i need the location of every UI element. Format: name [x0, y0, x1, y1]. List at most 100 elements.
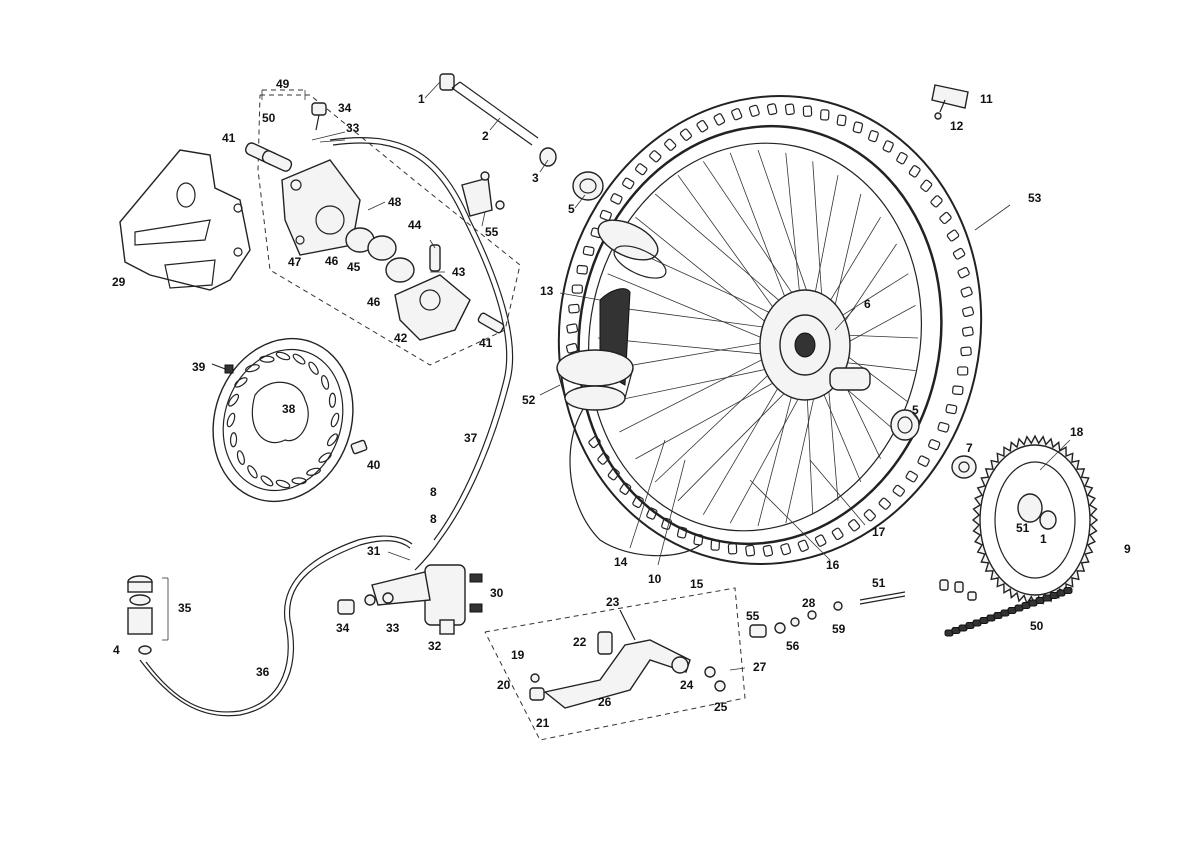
callout-49: 49	[276, 77, 290, 91]
wheel-spokes	[597, 149, 919, 527]
reservoir-35	[127, 575, 169, 655]
callout-56: 55	[746, 609, 760, 623]
callout-43: 43	[452, 265, 466, 279]
callout-34-top: 34	[338, 101, 352, 115]
rear-axle-2	[439, 73, 557, 167]
rim-band-top	[597, 219, 667, 279]
callout-15: 15	[690, 577, 704, 591]
bracket-55	[461, 171, 505, 217]
callout-4: 4	[113, 643, 120, 657]
callout-22: 22	[573, 635, 587, 649]
callout-46-mid: 46	[325, 254, 339, 268]
callout-27: 27	[753, 660, 767, 674]
bearing-5-right	[890, 409, 920, 441]
callout-51: 50	[1030, 619, 1044, 633]
rear-tire	[557, 95, 983, 565]
callout-53: 51	[872, 576, 886, 590]
tire-tread	[565, 103, 975, 557]
callout-3: 3	[532, 171, 539, 185]
callout-31: 31	[367, 544, 381, 558]
callout-16: 16	[826, 558, 840, 572]
callout-2: 2	[482, 129, 489, 143]
brake-disc-38	[212, 337, 354, 503]
small-parts-56-59	[749, 601, 843, 638]
caliper-half-42	[394, 274, 471, 341]
callout-9: 9	[1124, 542, 1131, 556]
brake-pedal-group-box	[484, 587, 746, 741]
bearing-5-top	[572, 171, 604, 201]
bolt-53	[859, 591, 906, 605]
callout-38: 38	[282, 402, 296, 416]
callout-19: 19	[511, 648, 525, 662]
banjo-34-33	[337, 592, 394, 615]
callout-11: 11	[980, 92, 993, 106]
callout-46: 46	[367, 295, 381, 309]
callout-25: 25	[714, 700, 728, 714]
callout-36: 36	[256, 665, 270, 679]
callout-23: 23	[606, 595, 620, 609]
wheel-hub	[759, 289, 871, 401]
brake-hose-36	[139, 535, 413, 717]
callout-1-sprocket: 1	[1040, 532, 1047, 546]
callout-24: 24	[680, 678, 694, 692]
callout-17: 17	[872, 525, 886, 539]
caliper-group-box	[257, 89, 521, 366]
callout-29: 29	[112, 275, 126, 289]
callout-33-top: 33	[346, 121, 360, 135]
clips-chain	[939, 579, 977, 601]
callout-21: 21	[536, 716, 550, 730]
callout-5-top: 5	[568, 202, 575, 216]
rear-sprocket-18	[971, 434, 1099, 606]
spacer-7	[951, 455, 977, 479]
callout-53-sprocket: 51	[1016, 521, 1030, 535]
bolts-30	[469, 573, 483, 613]
callout-54: 53	[1028, 191, 1042, 205]
callout-8-a: 8	[430, 485, 437, 499]
callout-28: 28	[802, 596, 816, 610]
disc-holes	[226, 351, 340, 489]
callout-14: 14	[614, 555, 628, 569]
bolt-41-right	[477, 312, 505, 334]
callout-48: 48	[388, 195, 402, 209]
callout-55: 55	[485, 225, 499, 239]
callout-7: 7	[966, 441, 973, 455]
callout-13: 13	[540, 284, 554, 298]
inner-tube-52	[556, 349, 634, 411]
chain-51	[944, 587, 1073, 637]
callout-12: 12	[950, 119, 964, 133]
callout-5-right: 5	[912, 403, 919, 417]
bolt-39	[211, 363, 234, 374]
callout-45: 45	[347, 260, 361, 274]
callout-32: 32	[428, 639, 442, 653]
callout-18: 18	[1070, 425, 1084, 439]
chain-guide-11	[931, 84, 969, 120]
nut-40	[350, 439, 368, 455]
callout-52: 52	[522, 393, 536, 407]
brake-pedal-26	[529, 609, 726, 709]
bleeder-43	[429, 244, 441, 272]
callout-47: 47	[288, 255, 302, 269]
caliper-bracket-29	[119, 149, 251, 291]
callout-labels: 1 2 3 5 55 11 12 53 6 5 13 52 7 18 51 1 …	[112, 77, 1131, 730]
callout-33-bottom: 33	[386, 621, 400, 635]
callout-50: 50	[262, 111, 276, 125]
callout-41-left: 41	[222, 131, 236, 145]
callout-26: 26	[598, 695, 612, 709]
callout-6: 6	[864, 297, 871, 311]
leader-lines	[311, 81, 1071, 671]
callout-40: 40	[367, 458, 381, 472]
callout-35: 35	[178, 601, 192, 615]
callout-41-right: 41	[479, 336, 493, 350]
callout-8-b: 8	[430, 512, 437, 526]
callout-42: 42	[394, 331, 408, 345]
callout-1-axle: 1	[418, 92, 425, 106]
callout-30: 30	[490, 586, 504, 600]
callout-37: 37	[464, 431, 478, 445]
callout-10: 10	[648, 572, 662, 586]
seals-45	[345, 227, 397, 261]
brake-hose-37	[329, 137, 514, 571]
callout-20: 20	[497, 678, 511, 692]
piston-46	[385, 257, 415, 283]
